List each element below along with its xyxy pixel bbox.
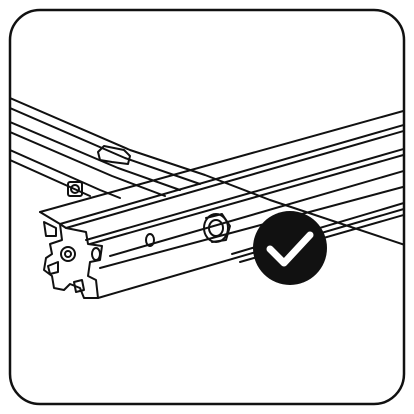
front-rail xyxy=(39,107,404,299)
card-frame xyxy=(8,8,406,406)
check-circle-icon xyxy=(253,211,327,285)
rear-rail xyxy=(10,97,404,249)
bolt-head xyxy=(203,213,231,243)
